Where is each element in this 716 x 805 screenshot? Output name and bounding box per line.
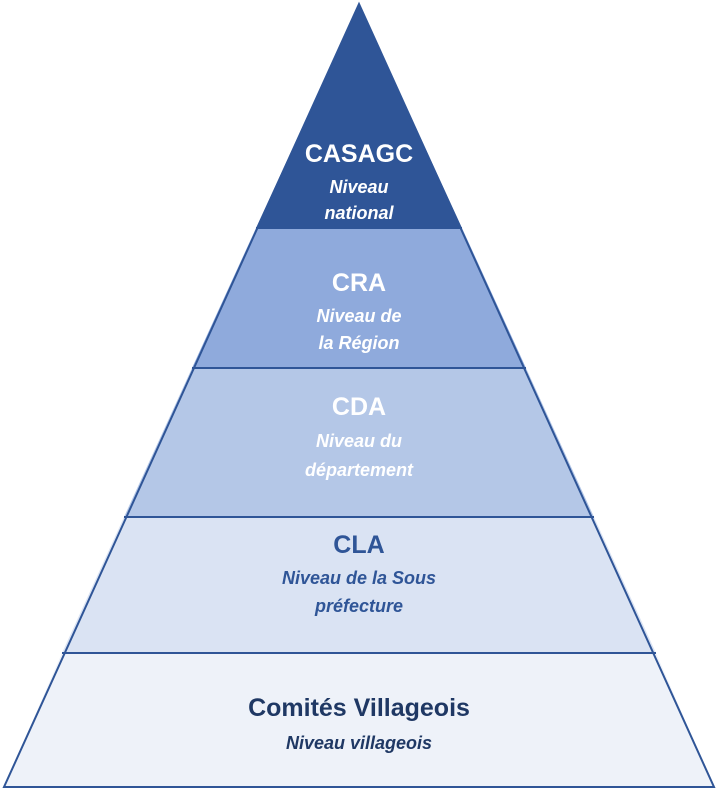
level-departement-subtitle-line1: Niveau du <box>316 431 402 451</box>
level-region-subtitle-line1: Niveau de <box>316 306 401 326</box>
level-sous-prefecture-name: CLA <box>333 531 384 559</box>
level-region: CRA Niveau de la Région <box>192 228 526 368</box>
level-national-name: CASAGC <box>305 140 413 168</box>
level-dividers <box>62 227 656 654</box>
level-national-shape <box>256 4 462 228</box>
level-sous-prefecture-shape <box>62 517 656 653</box>
level-national: CASAGC Niveau national <box>256 4 462 228</box>
level-region-subtitle-line2: la Région <box>318 333 399 353</box>
level-national-subtitle-line1: Niveau <box>329 177 388 197</box>
level-departement-subtitle-line2: département <box>305 460 414 480</box>
level-sous-prefecture-subtitle-line1: Niveau de la Sous <box>282 568 436 588</box>
level-region-shape <box>192 228 526 368</box>
level-departement-shape <box>124 368 594 517</box>
pyramid-outline <box>2 1 716 788</box>
level-villageois-shape <box>4 653 714 787</box>
level-villageois-subtitle: Niveau villageois <box>286 733 432 753</box>
level-villageois-name: Comités Villageois <box>248 694 470 722</box>
level-villageois: Comités Villageois Niveau villageois <box>4 653 714 787</box>
level-national-subtitle-line2: national <box>324 203 394 223</box>
level-departement: CDA Niveau du département <box>124 368 594 517</box>
level-sous-prefecture-subtitle-line2: préfecture <box>314 596 403 616</box>
level-region-name: CRA <box>332 269 386 297</box>
level-sous-prefecture: CLA Niveau de la Sous préfecture <box>62 517 656 653</box>
level-departement-name: CDA <box>332 393 386 421</box>
